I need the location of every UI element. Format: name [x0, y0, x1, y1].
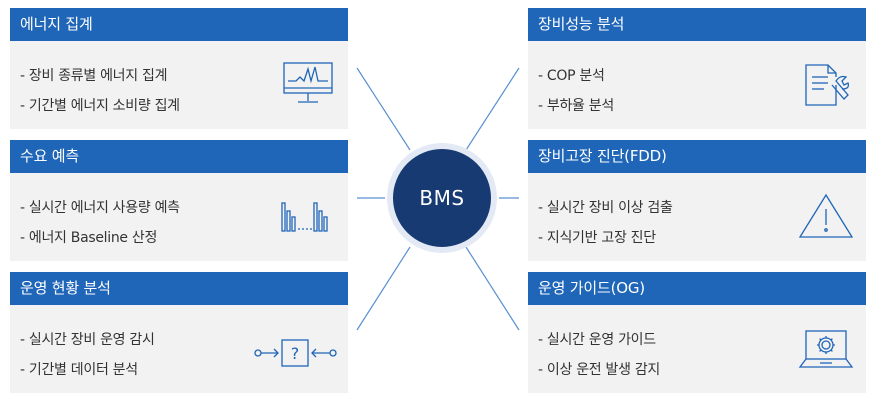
- flow-question-icon: ?: [254, 339, 337, 367]
- bms-hub: BMS: [387, 143, 497, 253]
- card-item: - 실시간 에너지 사용량 예측: [20, 200, 180, 216]
- monitor-chart-icon: [283, 62, 333, 103]
- connector-line-energy: [356, 67, 411, 151]
- connector-line-guide: [465, 246, 520, 331]
- hub-label: BMS: [419, 186, 465, 210]
- document-wrench-icon: [805, 64, 850, 106]
- card-item: - 부하율 분석: [538, 98, 614, 114]
- connector-line-operation: [356, 246, 411, 331]
- card-title: 장비성능 분석: [528, 8, 866, 41]
- svg-text:?: ?: [291, 344, 300, 363]
- card-item: - 실시간 장비 이상 검출: [538, 200, 673, 216]
- warning-icon: [798, 193, 854, 238]
- card-item: - 기간별 데이터 분석: [20, 362, 138, 378]
- card-item: - 이상 운전 발생 감지: [538, 362, 660, 378]
- card-operation-analysis: 운영 현황 분석 - 실시간 장비 운영 감시 - 기간별 데이터 분석 ?: [10, 272, 348, 393]
- card-fault-diagnosis: 장비고장 진단(FDD) - 실시간 장비 이상 검출 - 지식기반 고장 진단: [528, 140, 866, 261]
- card-title: 운영 가이드(OG): [528, 272, 866, 305]
- card-item: - 에너지 Baseline 산정: [20, 230, 158, 246]
- card-title: 운영 현황 분석: [10, 272, 348, 305]
- card-item: - COP 분석: [538, 68, 605, 84]
- card-item: - 지식기반 고장 진단: [538, 230, 656, 246]
- card-item: - 기간별 에너지 소비량 집계: [20, 98, 180, 114]
- card-item: - 실시간 장비 운영 감시: [20, 332, 155, 348]
- connector-line-performance: [465, 67, 520, 151]
- card-title: 장비고장 진단(FDD): [528, 140, 866, 173]
- laptop-gear-icon: [798, 330, 854, 368]
- card-item: - 실시간 운영 가이드: [538, 332, 656, 348]
- card-energy-aggregation: 에너지 집계 - 장비 종류별 에너지 집계 - 기간별 에너지 소비량 집계: [10, 8, 348, 129]
- card-demand-forecast: 수요 예측 - 실시간 에너지 사용량 예측 - 에너지 Baseline 산정: [10, 140, 348, 261]
- bar-forecast-icon: [281, 202, 328, 232]
- card-operation-guide: 운영 가이드(OG) - 실시간 운영 가이드 - 이상 운전 발생 감지: [528, 272, 866, 393]
- card-title: 에너지 집계: [10, 8, 348, 41]
- card-title: 수요 예측: [10, 140, 348, 173]
- card-item: - 장비 종류별 에너지 집계: [20, 68, 168, 84]
- card-equipment-performance: 장비성능 분석 - COP 분석 - 부하율 분석: [528, 8, 866, 129]
